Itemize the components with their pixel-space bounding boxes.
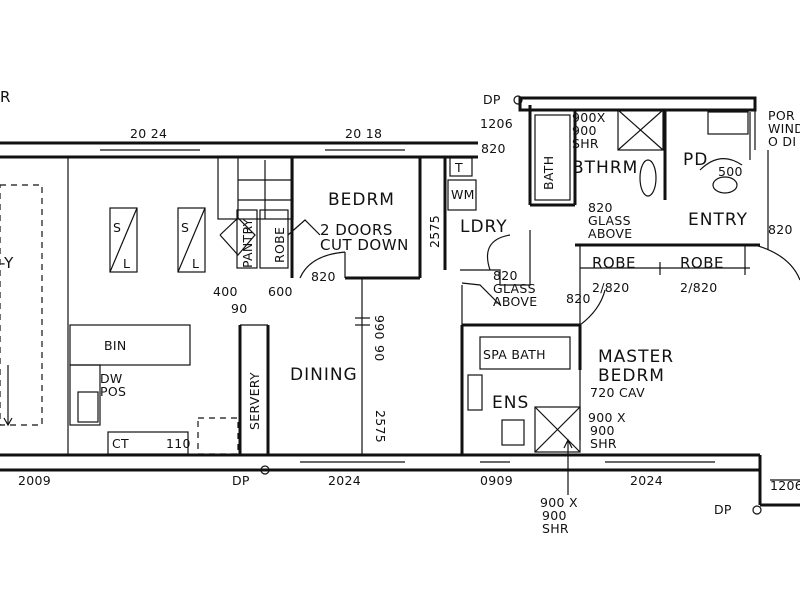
room-label-master-1: MASTER — [598, 347, 674, 367]
dim-2018-top: 20 18 — [345, 126, 382, 141]
room-label-robe-b: ROBE — [680, 254, 724, 272]
dim-2575-a: 2575 — [427, 215, 442, 248]
room-label-porch-1: POR — [768, 108, 795, 123]
note-glass-above-1b: GLASS — [588, 213, 631, 228]
fixture-ct: CT — [112, 436, 129, 451]
note-dp-bottom: DP — [232, 473, 250, 488]
note-dp-right: DP — [714, 502, 732, 517]
room-label-bthrm: BTHRM — [572, 158, 638, 178]
note-shr-top-3: SHR — [572, 136, 599, 151]
note-glass-above-2b: GLASS — [493, 281, 536, 296]
dim-90-b: 90 — [372, 345, 387, 362]
fixture-wm: WM — [451, 187, 475, 202]
dim-0909: 0909 — [480, 473, 513, 488]
note-shr-ens-2: 900 — [590, 423, 615, 438]
room-label-spa-bath: SPA BATH — [483, 347, 546, 362]
note-dp-top: DP — [483, 92, 501, 107]
note-glass-above-1c: ABOVE — [588, 226, 632, 241]
dim-820-c: 820 — [311, 269, 336, 284]
dim-820-a: 820 — [481, 141, 506, 156]
interior-walls — [0, 95, 800, 515]
fixture-cab: 110 — [166, 436, 191, 451]
dim-2024-b2: 2024 — [630, 473, 663, 488]
note-shr-bot-3: SHR — [542, 521, 569, 536]
room-label-bedrm: BEDRM — [328, 190, 395, 210]
fixture-dw: DW — [100, 371, 123, 386]
fixture-sink1-s: S — [113, 220, 121, 235]
room-label-pantry: PANTRY — [240, 218, 255, 268]
fixture-sink1-l: L — [123, 256, 130, 271]
note-two-doors-1: 2 DOORS — [320, 221, 393, 239]
dim-2024-b1: 2024 — [328, 473, 361, 488]
room-label-porch-2: WIND — [768, 121, 800, 136]
room-label-master-2: BEDRM — [598, 366, 665, 386]
dim-2009: 2009 — [18, 473, 51, 488]
fixture-pos: POS — [100, 384, 126, 399]
room-label-pd: PD — [683, 150, 708, 170]
dim-400: 400 — [213, 284, 238, 299]
room-label-robe-a: ROBE — [592, 254, 636, 272]
dim-820-b: 820 — [768, 222, 793, 237]
bathroom-top-wall — [518, 96, 800, 507]
dim-robe-820-a: 2/820 — [592, 280, 630, 295]
dim-820-d: 820 — [566, 291, 591, 306]
note-cav: 720 CAV — [590, 385, 645, 400]
note-shr-bot-2: 900 — [542, 508, 567, 523]
note-shr-top-2: 900 — [572, 123, 597, 138]
room-label-robe-small: ROBE — [272, 227, 287, 263]
dim-1206-bot: 1206 — [770, 478, 800, 493]
room-label-entry: ENTRY — [688, 210, 748, 230]
fixture-sink2-s: S — [181, 220, 189, 235]
note-shr-ens-1: 900 X — [588, 410, 626, 425]
room-label-servery: SERVERY — [247, 372, 262, 430]
dim-500: 500 — [718, 164, 743, 179]
room-label-bath: BATH — [541, 156, 556, 190]
fixture-t: T — [454, 160, 463, 175]
room-label-family-fragment: -Y — [0, 254, 14, 272]
dim-600: 600 — [268, 284, 293, 299]
fixture-bin: BIN — [104, 338, 127, 353]
dim-1206-top: 1206 — [480, 116, 513, 131]
dim-2024-top: 20 24 — [130, 126, 167, 141]
bottom-wall — [0, 453, 760, 472]
top-wall — [0, 141, 478, 159]
note-shr-bot-1: 900 X — [540, 495, 578, 510]
dim-robe-820-b: 2/820 — [680, 280, 718, 295]
room-label-cut-edge: R — [0, 88, 11, 106]
note-glass-above-2a: 820 — [493, 268, 518, 283]
room-label-porch-3: O DI — [768, 134, 796, 149]
room-label-ldry: LDRY — [460, 217, 508, 237]
room-label-ens: ENS — [492, 393, 529, 413]
note-glass-above-1a: 820 — [588, 200, 613, 215]
note-two-doors-2: CUT DOWN — [320, 236, 409, 254]
room-label-dining: DINING — [290, 365, 358, 385]
dim-2575-b: 2575 — [373, 410, 388, 443]
dim-90-a: 90 — [231, 301, 248, 316]
note-shr-ens-3: SHR — [590, 436, 617, 451]
fixture-sink2-l: L — [192, 256, 199, 271]
note-glass-above-2c: ABOVE — [493, 294, 537, 309]
dim-990: 990 — [372, 315, 387, 340]
note-shr-top-1: 900X — [572, 110, 606, 125]
